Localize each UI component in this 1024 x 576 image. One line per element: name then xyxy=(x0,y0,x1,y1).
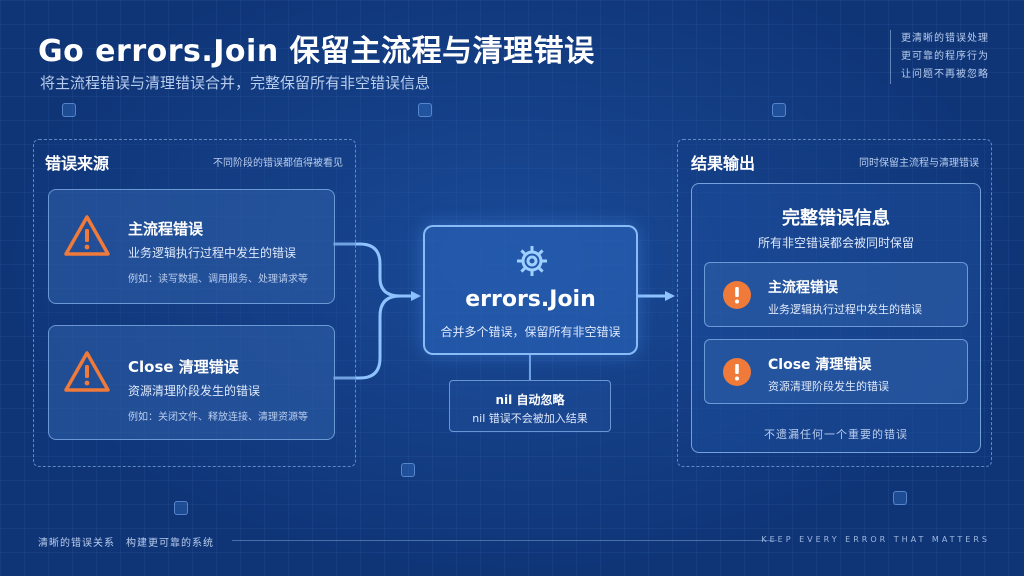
result-footnote: 不遗漏任何一个重要的错误 xyxy=(764,428,908,441)
card-desc: 资源清理阶段发生的错误 xyxy=(128,384,261,398)
side-note: 让问题不再被忽略 xyxy=(901,69,989,80)
card-title: Close 清理错误 xyxy=(128,358,239,376)
nil-ignore-box: nil 自动忽略 nil 错误不会被加入结果 xyxy=(449,380,611,432)
item-desc: 资源清理阶段发生的错误 xyxy=(768,380,889,393)
arrow-close-to-join xyxy=(333,294,401,380)
side-note: 更可靠的程序行为 xyxy=(901,51,989,62)
panel-title: 错误来源 xyxy=(45,154,110,173)
page-title: Go errors.Join 保留主流程与清理错误 xyxy=(38,34,595,69)
decor-square xyxy=(62,103,76,117)
decor-square xyxy=(174,501,188,515)
output-panel: 结果输出 同时保留主流程与清理错误 完整错误信息 所有非空错误都会被同时保留 主… xyxy=(677,139,992,467)
error-sources-panel: 错误来源 不同阶段的错误都值得被看见 主流程错误 业务逻辑执行过程中发生的错误 … xyxy=(33,139,356,467)
side-note: 更清晰的错误处理 xyxy=(901,33,989,44)
item-title: Close 清理错误 xyxy=(768,357,872,373)
warning-triangle-icon xyxy=(64,215,110,256)
close-error-card: Close 清理错误 资源清理阶段发生的错误 例如：关闭文件、释放连接、清理资源… xyxy=(48,325,335,440)
side-notes: 更清晰的错误处理 更可靠的程序行为 让问题不再被忽略 xyxy=(890,30,1000,84)
nil-desc: nil 错误不会被加入结果 xyxy=(472,412,588,425)
alert-circle-icon xyxy=(723,281,751,309)
main-error-card: 主流程错误 业务逻辑执行过程中发生的错误 例如：读写数据、调用服务、处理请求等 xyxy=(48,189,335,304)
gear-icon xyxy=(517,246,547,276)
result-item-main: 主流程错误 业务逻辑执行过程中发生的错误 xyxy=(704,262,968,327)
center-title: errors.Join xyxy=(465,287,596,312)
alert-circle-icon xyxy=(723,358,751,386)
footer-right-text: KEEP EVERY ERROR THAT MATTERS xyxy=(761,535,990,544)
result-desc: 所有非空错误都会被同时保留 xyxy=(757,236,914,250)
panel-title: 结果输出 xyxy=(691,154,756,173)
panel-note: 同时保留主流程与清理错误 xyxy=(859,158,979,169)
item-title: 主流程错误 xyxy=(768,280,838,296)
card-desc: 业务逻辑执行过程中发生的错误 xyxy=(128,246,297,260)
warning-triangle-icon xyxy=(64,351,110,392)
footer-left-text: 清晰的错误关系 构建更可靠的系统 xyxy=(38,538,214,549)
panel-note: 不同阶段的错误都值得被看见 xyxy=(213,158,343,169)
decor-square xyxy=(772,103,786,117)
page-subtitle: 将主流程错误与清理错误合并，完整保留所有非空错误信息 xyxy=(40,74,431,92)
nil-title: nil 自动忽略 xyxy=(495,393,565,407)
decor-square xyxy=(418,103,432,117)
decor-square xyxy=(401,463,415,477)
item-desc: 业务逻辑执行过程中发生的错误 xyxy=(768,303,922,316)
decor-square xyxy=(893,491,907,505)
footer-divider xyxy=(232,540,777,541)
center-desc: 合并多个错误，保留所有非空错误 xyxy=(440,325,621,339)
result-item-close: Close 清理错误 资源清理阶段发生的错误 xyxy=(704,339,968,404)
card-example: 例如：关闭文件、释放连接、清理资源等 xyxy=(128,412,308,423)
complete-error-card: 完整错误信息 所有非空错误都会被同时保留 主流程错误 业务逻辑执行过程中发生的错… xyxy=(691,183,981,453)
card-title: 主流程错误 xyxy=(128,220,204,238)
result-title: 完整错误信息 xyxy=(782,208,890,229)
card-example: 例如：读写数据、调用服务、处理请求等 xyxy=(128,274,308,285)
errors-join-card: errors.Join 合并多个错误，保留所有非空错误 xyxy=(423,225,638,355)
arrow-main-to-join xyxy=(333,242,421,301)
